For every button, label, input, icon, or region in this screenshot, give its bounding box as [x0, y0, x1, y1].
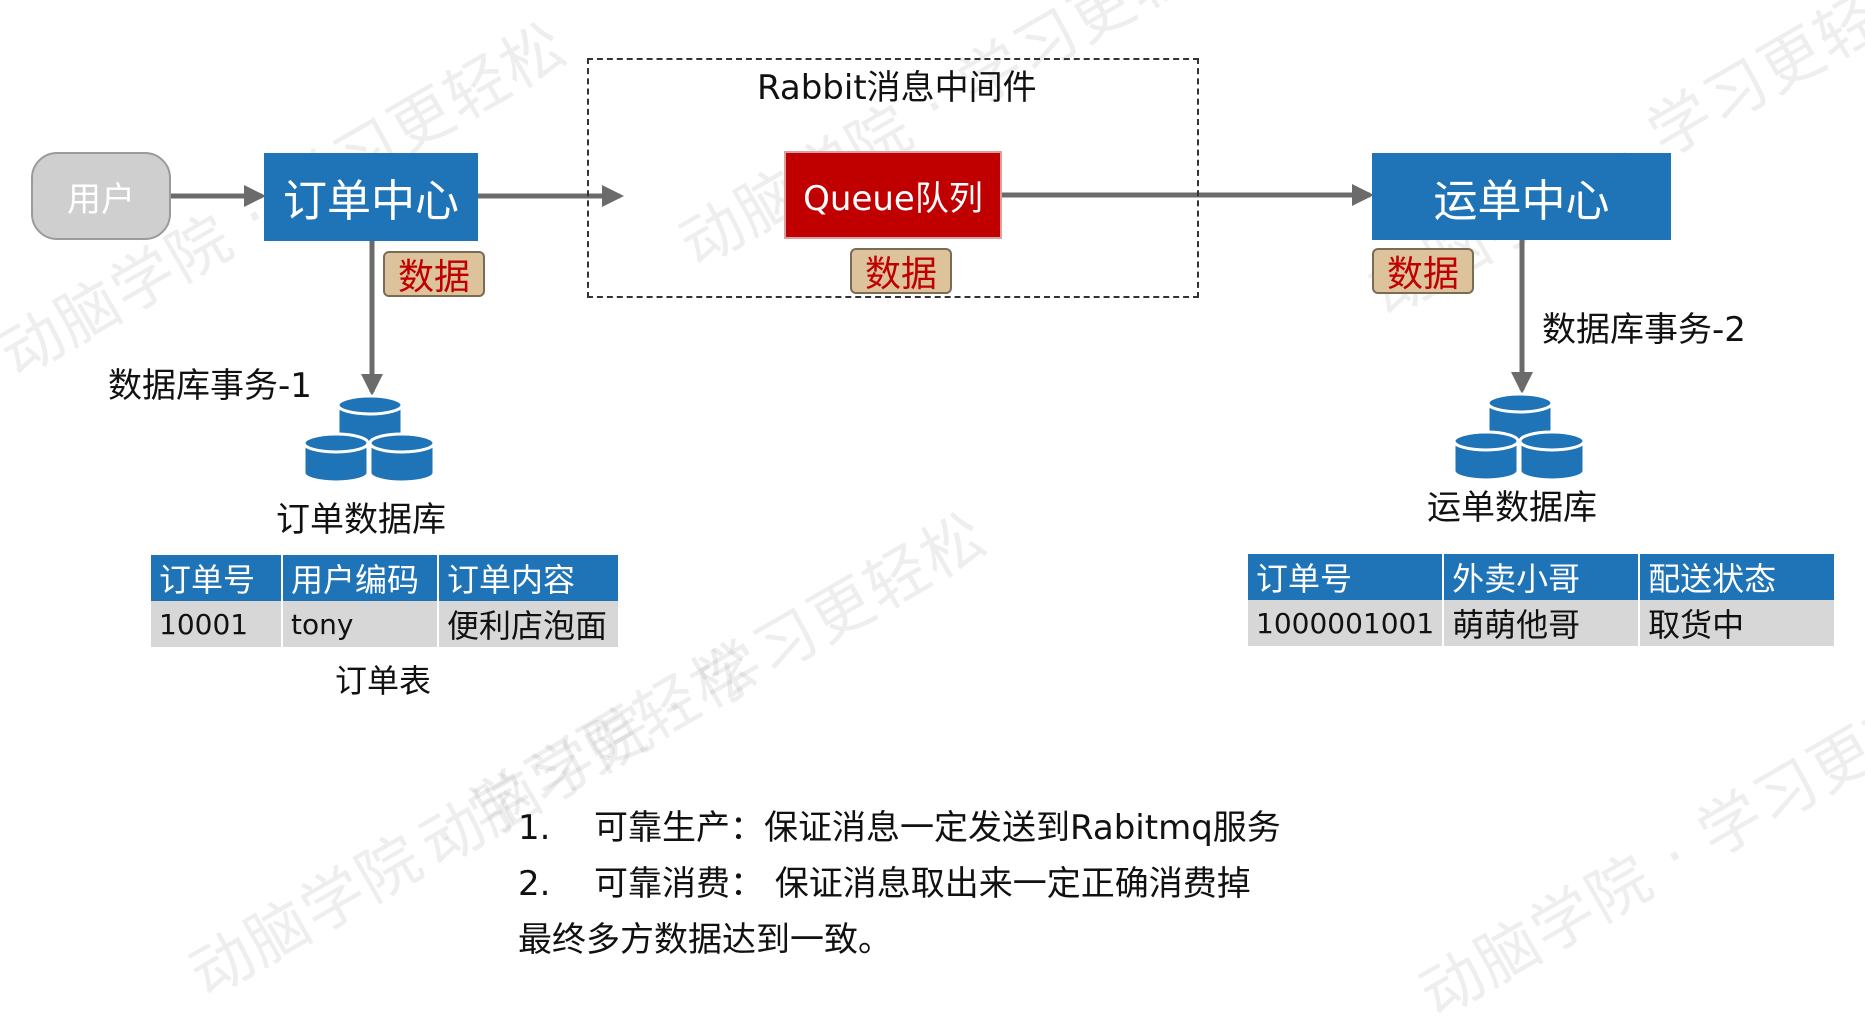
shipping-table-cell: 取货中: [1639, 600, 1835, 646]
order-table-cell: 10001: [151, 601, 283, 647]
order-center-node: 订单中心: [264, 153, 478, 241]
notes-block: 1. 可靠生产：保证消息一定发送到Rabitmq服务 2. 可靠消费： 保证消息取出…: [518, 800, 1281, 968]
shipping-table: 订单号 外卖小哥 配送状态 1000001001 萌萌他哥 取货中: [1248, 554, 1835, 646]
order-table-header: 订单内容: [438, 555, 618, 601]
table-row: 1000001001 萌萌他哥 取货中: [1248, 600, 1835, 646]
data-tag-shipping: 数据: [1372, 248, 1474, 295]
shipping-table-header: 外卖小哥: [1443, 554, 1641, 600]
note-item: 1. 可靠生产：保证消息一定发送到Rabitmq服务: [518, 800, 1281, 856]
data-tag-queue: 数据: [850, 248, 952, 295]
connector-arrows: [171, 184, 1586, 484]
user-node: 用户: [31, 152, 171, 240]
note-item: 2. 可靠消费： 保证消息取出来一定正确消费掉: [518, 856, 1281, 912]
table-row: 10001 tony 便利店泡面: [151, 601, 618, 647]
order-database-icon: [302, 394, 436, 484]
txn1-label: 数据库事务-1: [108, 366, 312, 406]
shipping-table-header: 配送状态: [1639, 554, 1835, 600]
shipping-table-cell: 1000001001: [1248, 600, 1445, 646]
note-text: 可靠消费： 保证消息取出来一定正确消费掉: [594, 864, 1251, 904]
queue-node: Queue队列: [784, 151, 1002, 239]
order-table-caption: 订单表: [335, 662, 432, 700]
txn2-label: 数据库事务-2: [1542, 310, 1746, 350]
order-table-cell: tony: [282, 601, 439, 647]
conclusion-text: 最终多方数据达到一致。: [518, 920, 892, 960]
note-number: 2.: [518, 864, 551, 904]
order-table-header: 订单号: [151, 555, 283, 601]
shipping-table-header: 订单号: [1248, 554, 1445, 600]
middleware-title: Rabbit消息中间件: [757, 68, 1037, 108]
note-text: 可靠生产：保证消息一定发送到Rabitmq服务: [594, 808, 1281, 848]
shipping-center-node: 运单中心: [1372, 153, 1671, 240]
rabbit-middleware-frame: [587, 58, 1199, 298]
note-number: 1.: [518, 808, 551, 848]
shipping-table-cell: 萌萌他哥: [1443, 600, 1641, 646]
shipping-database-icon: [1452, 392, 1586, 482]
order-table-cell: 便利店泡面: [438, 601, 618, 647]
order-db-label: 订单数据库: [276, 500, 446, 540]
shipping-db-label: 运单数据库: [1427, 488, 1597, 528]
order-table: 订单号 用户编码 订单内容 10001 tony 便利店泡面: [151, 555, 618, 647]
data-tag-order: 数据: [383, 251, 485, 298]
order-table-header: 用户编码: [282, 555, 439, 601]
